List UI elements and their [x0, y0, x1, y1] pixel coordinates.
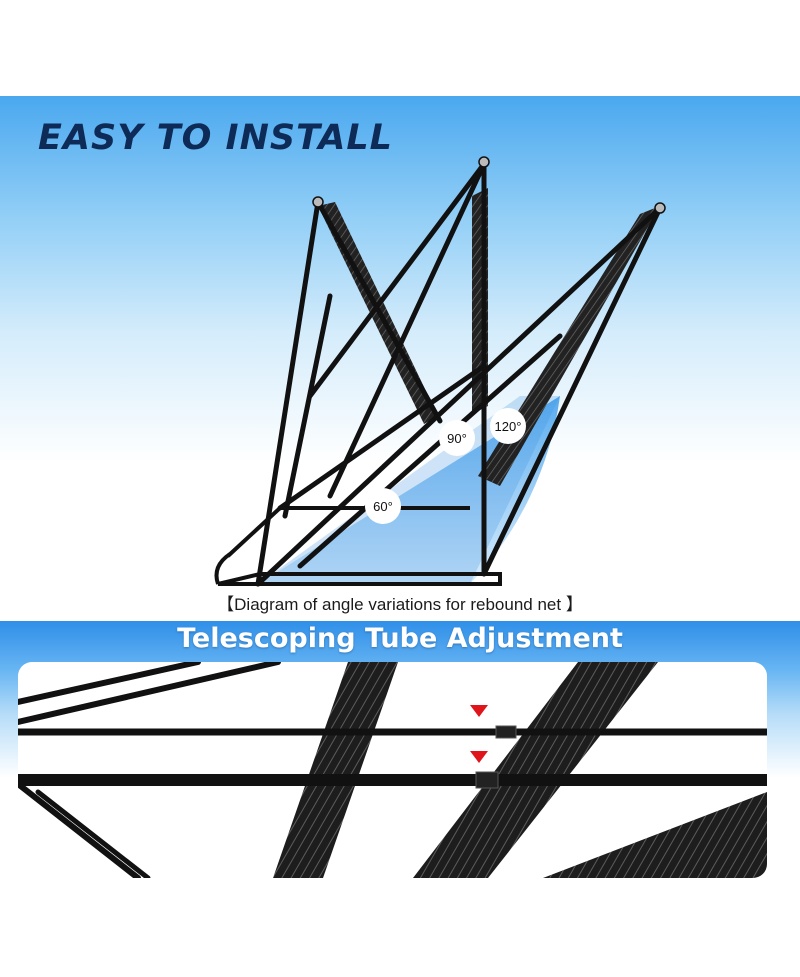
rebound-net-angle-illustration: 60° 90° 120° — [214, 156, 666, 587]
adjust-marker-lower — [470, 751, 488, 763]
right-net-panel — [478, 206, 660, 486]
angle-badge-90 — [439, 420, 475, 456]
hero-title: EASY TO INSTALL — [38, 118, 393, 158]
closeup-net-left — [273, 662, 398, 878]
telescoping-tube-photo — [18, 662, 767, 878]
diagram-caption: 【Diagram of angle variations for rebound… — [217, 595, 583, 614]
top-margin — [0, 0, 800, 96]
angle-label-60: 60° — [373, 499, 393, 514]
angle-label-120: 120° — [495, 419, 522, 434]
closeup-net-right — [543, 792, 767, 878]
frame-tubes — [255, 161, 663, 587]
telescoping-title: Telescoping Tube Adjustment — [177, 623, 623, 654]
base-frame — [217, 572, 502, 586]
closeup-net-middle — [413, 662, 658, 878]
adjust-marker-upper — [470, 705, 488, 717]
angle-label-90: 90° — [447, 431, 467, 446]
install-hero-section: 60° 90° 120° EASY TO INSTALL 【Diagram of… — [0, 96, 800, 621]
telescoping-section: Telescoping Tube Adjustment — [0, 621, 800, 977]
tube-closeup-illustration — [18, 662, 767, 878]
angle-badge-120 — [490, 408, 526, 444]
angle-badge-60 — [365, 488, 401, 524]
